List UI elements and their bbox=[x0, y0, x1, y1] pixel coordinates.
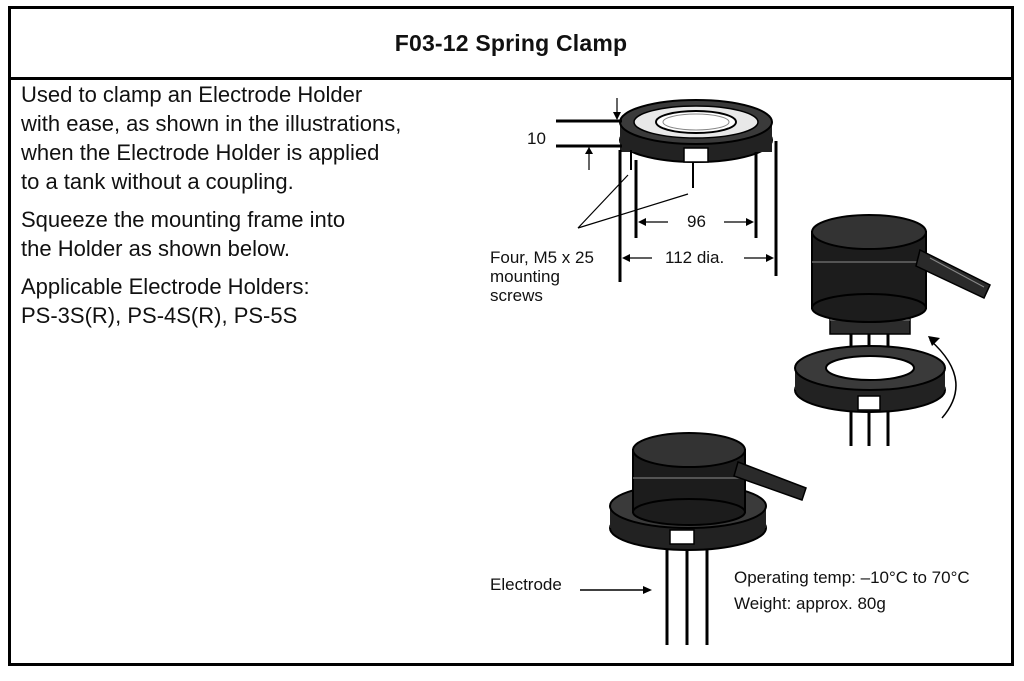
description-instruction: Squeeze the mounting frame into the Hold… bbox=[21, 205, 461, 263]
desc-line: when the Electrode Holder is applied bbox=[21, 140, 380, 165]
dim-outer-label: 112 dia. bbox=[662, 248, 728, 267]
desc-line: to a tank without a coupling. bbox=[21, 169, 294, 194]
desc-line: Squeeze the mounting frame into bbox=[21, 207, 346, 232]
screws-label-line: Four, M5 x 25 bbox=[490, 248, 594, 267]
datasheet-frame: F03-12 Spring Clamp bbox=[8, 6, 1014, 666]
desc-line: the Holder as shown below. bbox=[21, 236, 291, 261]
electrode-label: Electrode bbox=[490, 575, 562, 594]
description: Used to clamp an Electrode Holder with e… bbox=[21, 80, 461, 339]
dim-height-label: 10 bbox=[527, 129, 546, 148]
page-title: F03-12 Spring Clamp bbox=[394, 29, 628, 56]
screws-label-line: mounting bbox=[490, 267, 560, 286]
description-intro: Used to clamp an Electrode Holder with e… bbox=[21, 80, 461, 196]
clamp-ring-drawing bbox=[556, 98, 778, 282]
desc-line: PS-3S(R), PS-4S(R), PS-5S bbox=[21, 303, 298, 328]
desc-line: with ease, as shown in the illustrations… bbox=[21, 111, 402, 136]
holder-insertion-drawing bbox=[794, 214, 991, 446]
screws-label-line: screws bbox=[490, 286, 543, 305]
screws-label: Four, M5 x 25 mounting screws bbox=[490, 248, 594, 305]
assembled-holder-drawing bbox=[580, 432, 807, 645]
desc-line: Used to clamp an Electrode Holder bbox=[21, 82, 363, 107]
desc-line: Applicable Electrode Holders: bbox=[21, 274, 310, 299]
operating-temp: Operating temp: –10°C to 70°C bbox=[734, 568, 970, 587]
dim-inner-label: 96 bbox=[684, 212, 709, 231]
weight: Weight: approx. 80g bbox=[734, 594, 886, 613]
description-applicable: Applicable Electrode Holders: PS-3S(R), … bbox=[21, 272, 461, 330]
title-bar: F03-12 Spring Clamp bbox=[11, 9, 1011, 80]
